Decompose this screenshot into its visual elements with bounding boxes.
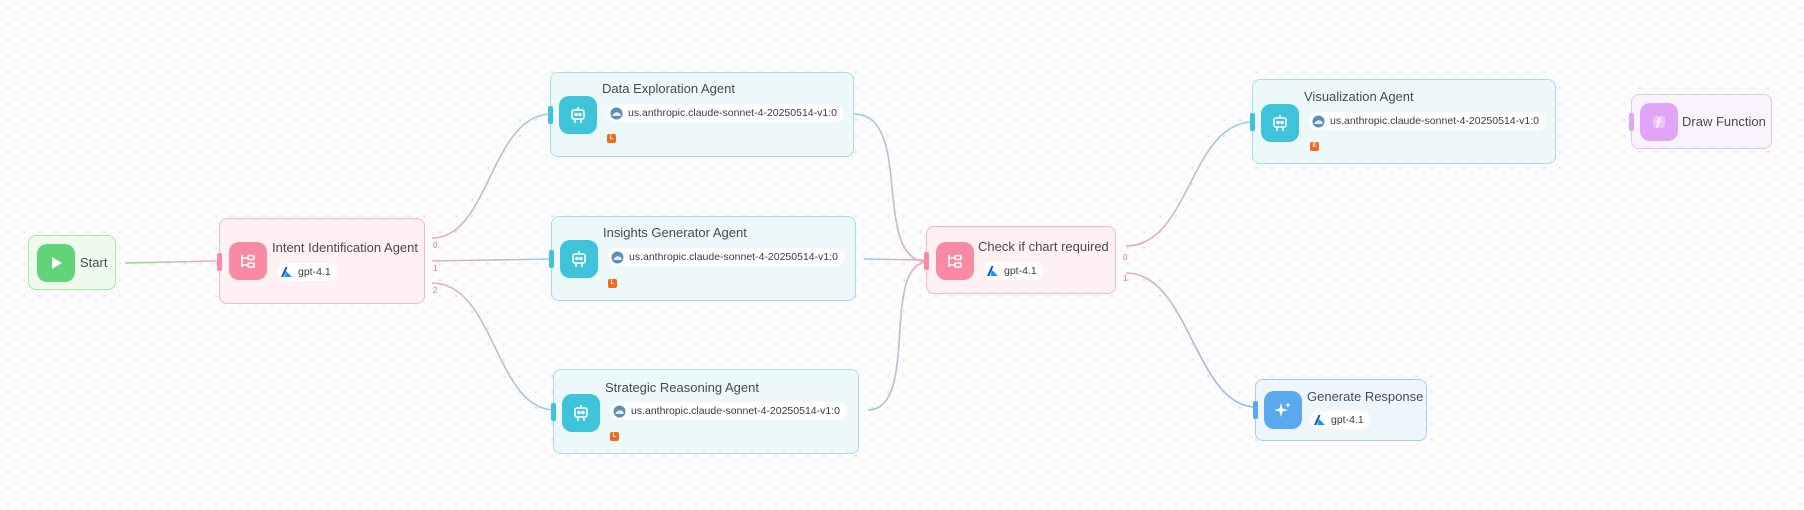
input-handle[interactable]	[1629, 113, 1634, 131]
input-handle[interactable]	[924, 252, 929, 270]
edge-check-gen	[1125, 272, 1257, 408]
start-node[interactable]: Start	[28, 235, 116, 290]
node-title: Insights Generator Agent	[603, 225, 747, 240]
insights-generator-node[interactable]: Insights Generator Agent us.anthropic.cl…	[549, 216, 856, 301]
model-pill: gpt-4.1	[277, 263, 338, 281]
provider-badge: L	[610, 432, 619, 441]
play-icon	[37, 244, 75, 282]
azure-logo-icon	[986, 265, 999, 278]
edge-start-intent	[124, 260, 219, 264]
model-pill: gpt-4.1	[1310, 411, 1371, 429]
edge-intent-strategic	[431, 282, 556, 411]
router-icon	[936, 242, 974, 280]
input-handle[interactable]	[548, 106, 553, 124]
model-pill: us.anthropic.claude-sonnet-4-20250514-v1…	[1309, 112, 1546, 130]
generate-response-node[interactable]: Generate Response gpt-4.1	[1253, 379, 1427, 441]
input-handle[interactable]	[551, 403, 556, 421]
input-handle[interactable]	[1253, 401, 1258, 419]
node-title: Draw Function	[1682, 114, 1766, 129]
node-title: Visualization Agent	[1304, 89, 1414, 104]
azure-logo-icon	[1313, 414, 1326, 427]
intent-identification-node[interactable]: Intent Identification Agent gpt-4.1 0 1 …	[217, 218, 437, 304]
input-handle[interactable]	[549, 250, 554, 268]
node-title: Check if chart required	[978, 239, 1109, 254]
model-pill: gpt-4.1	[983, 262, 1044, 280]
port-label: 0	[433, 241, 438, 250]
robot-icon	[562, 394, 600, 432]
draw-function-node[interactable]: Draw Function	[1629, 94, 1772, 149]
edge-check-viz	[1125, 121, 1254, 247]
bedrock-logo-icon	[610, 107, 623, 120]
model-pill: us.anthropic.claude-sonnet-4-20250514-v1…	[610, 402, 847, 420]
provider-badge: L	[608, 279, 617, 288]
robot-icon	[1261, 104, 1299, 142]
function-icon	[1640, 103, 1678, 141]
port-label: 1	[1123, 274, 1128, 283]
provider-badge: L	[607, 134, 616, 143]
node-title: Intent Identification Agent	[272, 240, 418, 255]
edge-strategic-check	[867, 261, 929, 411]
edge-intent-insights	[431, 258, 554, 262]
port-label: 0	[1123, 253, 1128, 262]
robot-icon	[559, 96, 597, 134]
edge-insights-check	[863, 258, 929, 261]
edge-intent-explore	[431, 113, 553, 239]
edge-explore-check	[853, 113, 929, 263]
model-pill: us.anthropic.claude-sonnet-4-20250514-v1…	[607, 104, 844, 122]
model-pill: us.anthropic.claude-sonnet-4-20250514-v1…	[608, 248, 845, 266]
sparkle-icon	[1264, 391, 1302, 429]
azure-logo-icon	[280, 266, 293, 279]
node-title: Generate Response	[1307, 389, 1424, 404]
robot-icon	[560, 240, 598, 278]
router-icon	[229, 242, 267, 280]
bedrock-logo-icon	[611, 251, 624, 264]
bedrock-logo-icon	[1312, 115, 1325, 128]
data-exploration-node[interactable]: Data Exploration Agent us.anthropic.clau…	[548, 72, 854, 157]
provider-badge: E	[1310, 142, 1319, 151]
input-handle[interactable]	[1250, 113, 1255, 131]
input-handle[interactable]	[217, 253, 222, 271]
node-title: Start	[80, 255, 108, 270]
bedrock-logo-icon	[613, 405, 626, 418]
port-label: 1	[433, 264, 438, 273]
node-title: Strategic Reasoning Agent	[605, 380, 759, 395]
node-title: Data Exploration Agent	[602, 81, 735, 96]
check-chart-node[interactable]: Check if chart required gpt-4.1 0 1	[924, 226, 1127, 294]
port-label: 2	[433, 286, 438, 295]
strategic-reasoning-node[interactable]: Strategic Reasoning Agent us.anthropic.c…	[551, 369, 859, 454]
visualization-node[interactable]: Visualization Agent us.anthropic.claude-…	[1250, 79, 1556, 164]
